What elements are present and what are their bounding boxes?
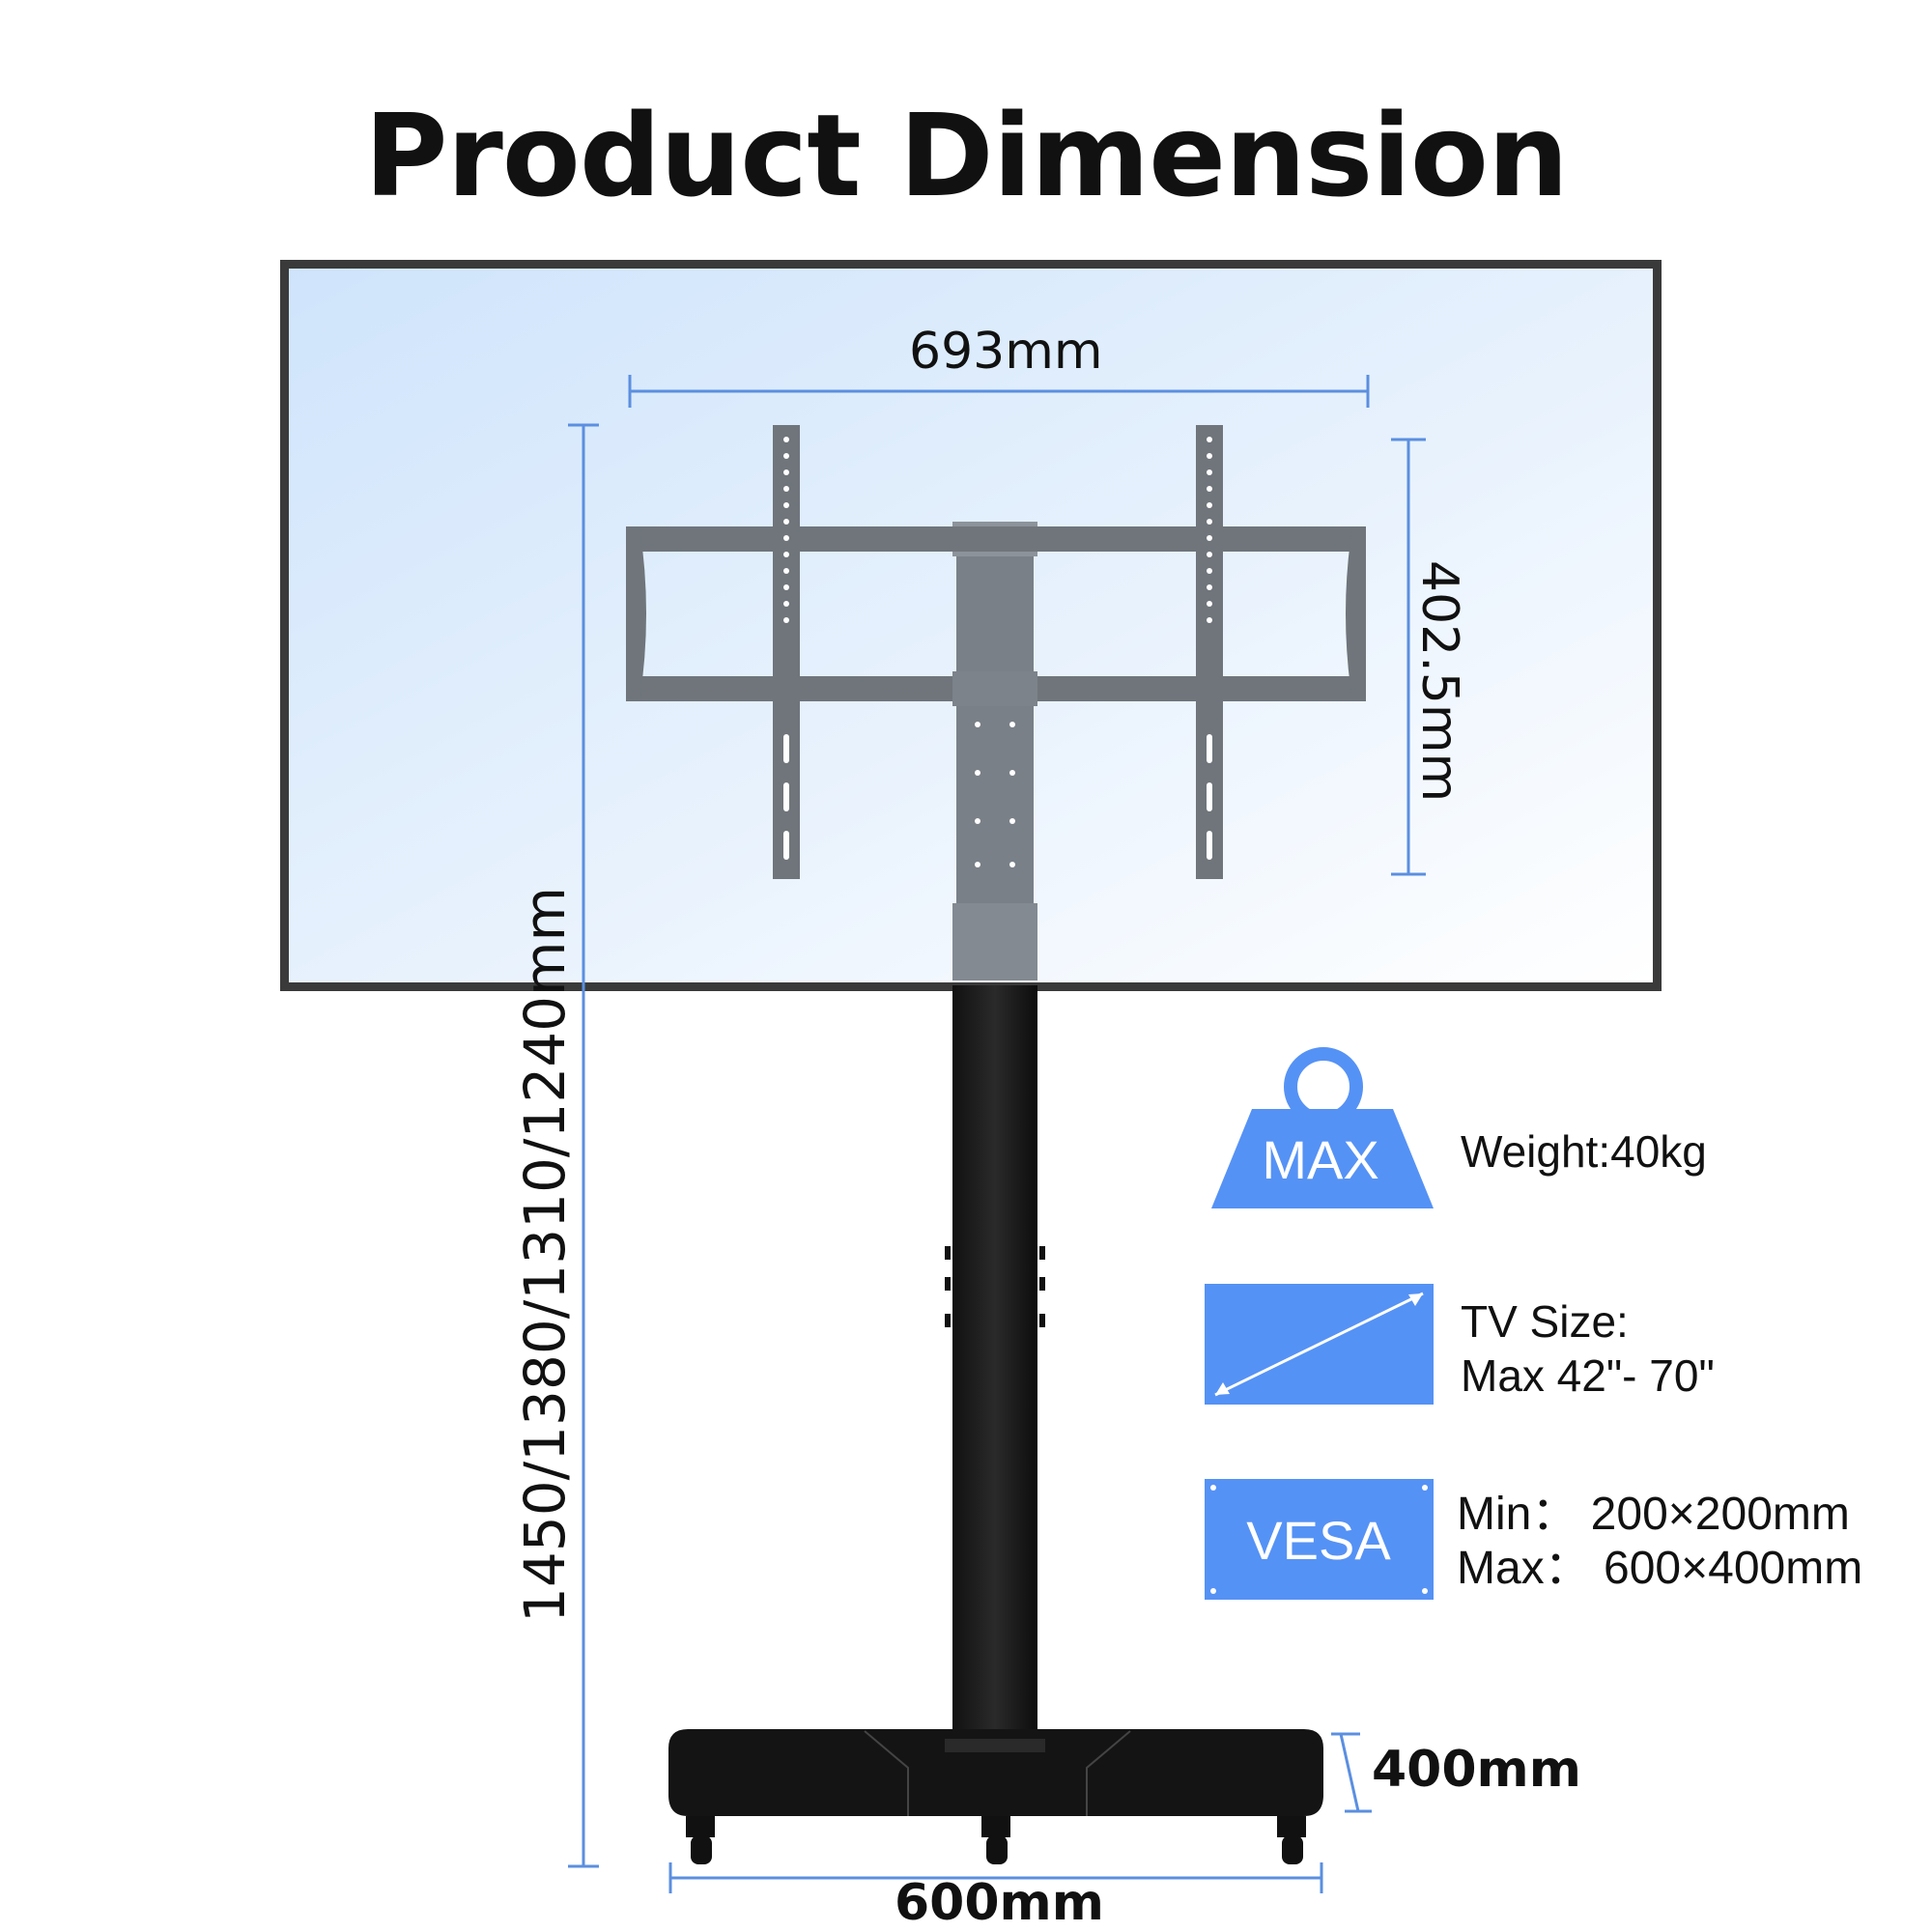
dimension-line-mount-width [628,375,1370,408]
caster-wheels [686,1816,1306,1864]
stand-pole [945,985,1045,1748]
weight-max-icon [1211,1047,1434,1208]
mount-height-label: 402.5mm [1410,560,1468,803]
vesa-max-spec: Max： 600×400mm [1457,1543,1863,1594]
tv-size-spec-range: Max 42"- 70" [1461,1350,1715,1401]
vesa-min-spec: Min： 200×200mm [1457,1489,1850,1540]
dimension-line-overall-height [568,423,599,1868]
mount-width-label: 693mm [909,323,1103,381]
page-title: Product Dimension [364,89,1569,222]
weight-spec: Weight:40kg [1461,1126,1707,1177]
mount-column [952,522,1037,980]
dimension-line-base-depth [1331,1732,1372,1813]
mount-bracket-right [1196,425,1223,879]
vesa-icon-label: VESA [1246,1510,1391,1571]
vesa-plate-icon [1205,1479,1434,1600]
tv-diagonal-icon [1205,1284,1434,1405]
stand-base [668,1729,1323,1816]
base-width-label: 600mm [895,1874,1104,1932]
tv-size-spec-heading: TV Size: [1461,1296,1629,1347]
dimension-line-base-width [668,1862,1323,1893]
mount-bracket-left [773,425,800,879]
base-depth-label: 400mm [1372,1741,1581,1799]
dimension-line-mount-height [1391,438,1426,876]
mount-frame [626,526,1366,706]
overall-height-label: 1450/1380/1310/1240mm [512,886,578,1623]
max-icon-label: MAX [1262,1129,1379,1190]
